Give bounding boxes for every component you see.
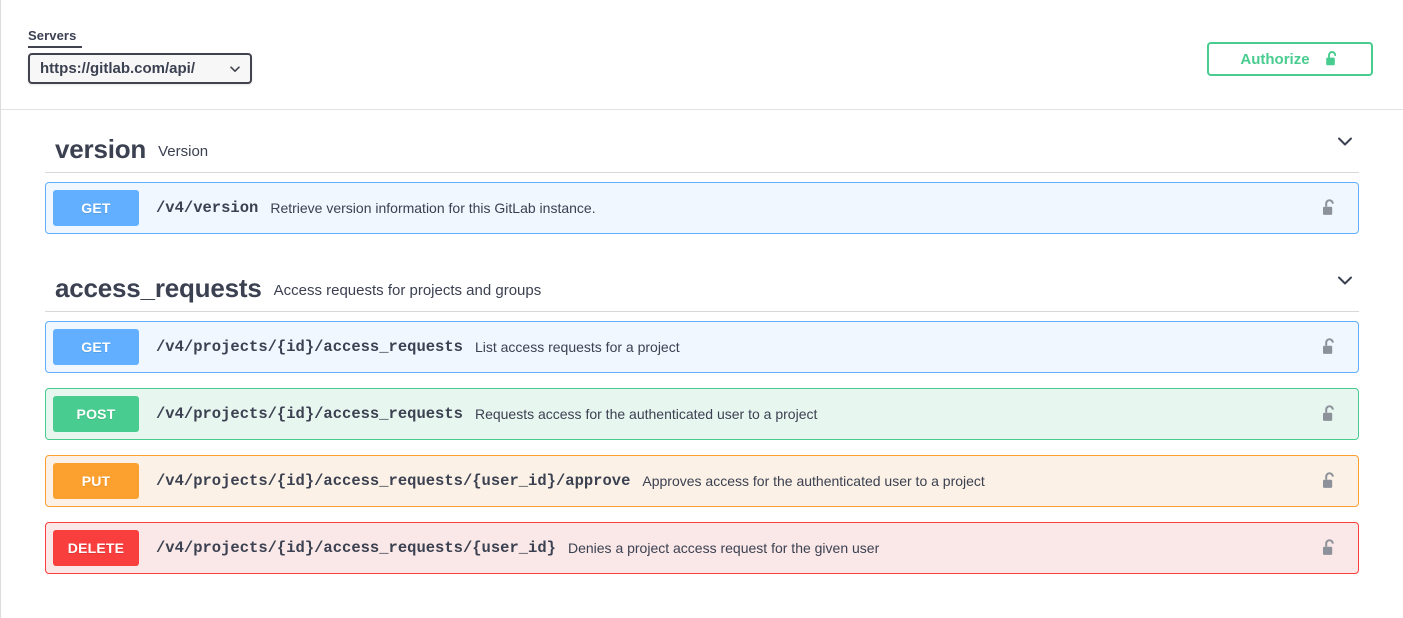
tag-section-version: version Version GET /v4/version Retrieve… <box>31 110 1373 234</box>
operation-row[interactable]: DELETE /v4/projects/{id}/access_requests… <box>45 522 1359 574</box>
tag-header-access-requests[interactable]: access_requests Access requests for proj… <box>31 249 1373 311</box>
operation-summary: Denies a project access request for the … <box>567 540 880 556</box>
operation-row[interactable]: GET /v4/projects/{id}/access_requests Li… <box>45 321 1359 373</box>
operation-path: /v4/projects/{id}/access_requests/{user_… <box>156 472 631 490</box>
server-select[interactable]: https://gitlab.com/api/ <box>28 53 252 84</box>
tag-description: Access requests for projects and groups <box>273 281 542 299</box>
operation-path: /v4/projects/{id}/access_requests <box>156 338 463 356</box>
tag-divider <box>45 172 1359 173</box>
operation-method-badge: GET <box>53 190 139 226</box>
operation-list-version: GET /v4/version Retrieve version informa… <box>31 182 1373 234</box>
chevron-down-icon <box>228 62 242 76</box>
operation-path: /v4/projects/{id}/access_requests/{user_… <box>156 539 556 557</box>
tag-section-access-requests: access_requests Access requests for proj… <box>31 249 1373 574</box>
chevron-down-icon[interactable] <box>1333 268 1357 292</box>
unlocked-padlock-icon[interactable] <box>1314 337 1344 357</box>
servers-block: Servers https://gitlab.com/api/ <box>28 28 252 84</box>
server-select-value: https://gitlab.com/api/ <box>40 60 196 77</box>
operations-container: version Version GET /v4/version Retrieve… <box>1 110 1403 574</box>
tag-description: Version <box>158 142 209 160</box>
operation-summary: Retrieve version information for this Gi… <box>270 200 596 216</box>
operation-path: /v4/version <box>156 199 259 217</box>
operation-row[interactable]: POST /v4/projects/{id}/access_requests R… <box>45 388 1359 440</box>
authorize-button[interactable]: Authorize <box>1207 42 1373 76</box>
operation-summary: List access requests for a project <box>474 339 680 355</box>
tag-divider <box>45 311 1359 312</box>
tag-name: access_requests <box>55 273 262 303</box>
operation-method-badge: POST <box>53 396 139 432</box>
operation-path: /v4/projects/{id}/access_requests <box>156 405 463 423</box>
scheme-container: Servers https://gitlab.com/api/ Authoriz… <box>1 0 1403 110</box>
unlocked-padlock-icon[interactable] <box>1314 471 1344 491</box>
unlocked-padlock-icon[interactable] <box>1314 198 1344 218</box>
operation-row[interactable]: GET /v4/version Retrieve version informa… <box>45 182 1359 234</box>
operation-method-badge: GET <box>53 329 139 365</box>
operation-summary: Requests access for the authenticated us… <box>474 406 818 422</box>
tag-header-version[interactable]: version Version <box>31 110 1373 172</box>
authorize-wrap: Authorize <box>1207 42 1373 76</box>
operation-summary: Approves access for the authenticated us… <box>642 473 985 489</box>
tag-name: version <box>55 134 147 164</box>
operation-row[interactable]: PUT /v4/projects/{id}/access_requests/{u… <box>45 455 1359 507</box>
operation-method-badge: DELETE <box>53 530 139 566</box>
unlocked-padlock-icon[interactable] <box>1314 404 1344 424</box>
operation-method-badge: PUT <box>53 463 139 499</box>
authorize-label: Authorize <box>1240 50 1310 68</box>
servers-label: Servers <box>28 28 82 48</box>
unlocked-padlock-icon <box>1324 50 1340 68</box>
chevron-down-icon[interactable] <box>1333 129 1357 153</box>
operation-list-access-requests: GET /v4/projects/{id}/access_requests Li… <box>31 321 1373 574</box>
unlocked-padlock-icon[interactable] <box>1314 538 1344 558</box>
